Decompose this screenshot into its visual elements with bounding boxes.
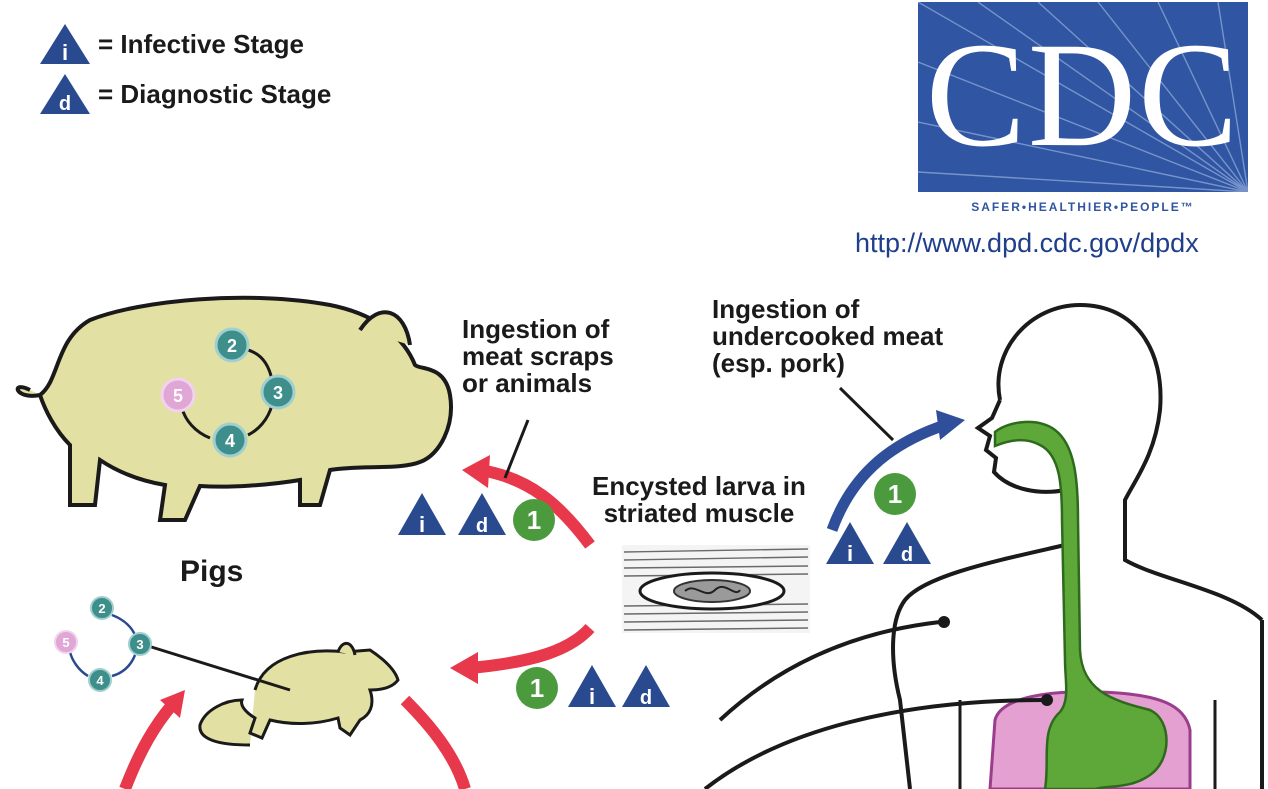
marker-diagnostic-pig: d bbox=[458, 493, 506, 537]
rat-stage-3: 3 bbox=[129, 633, 151, 655]
pointer-dot-lower bbox=[1041, 694, 1053, 706]
rat-stage-4: 4 bbox=[89, 669, 111, 691]
svg-text:d: d bbox=[901, 544, 913, 566]
marker-stage1-rat: 1 bbox=[516, 667, 558, 709]
svg-text:4: 4 bbox=[225, 431, 235, 451]
rat-stage-2: 2 bbox=[91, 597, 113, 619]
pig-stage-4: 4 bbox=[214, 424, 246, 456]
red-arc-right bbox=[405, 700, 465, 789]
svg-text:i: i bbox=[589, 684, 595, 709]
marker-infective-pig: i bbox=[398, 493, 446, 537]
svg-text:i: i bbox=[847, 541, 853, 566]
label-ingestion-scraps: Ingestion of meat scraps or animals bbox=[462, 316, 614, 397]
pointer-line-meat bbox=[840, 388, 893, 440]
pointer-dot-upper bbox=[938, 616, 950, 628]
svg-text:1: 1 bbox=[527, 505, 541, 535]
encysted-larva-image bbox=[622, 545, 810, 633]
svg-text:2: 2 bbox=[98, 601, 105, 616]
svg-text:2: 2 bbox=[227, 336, 237, 356]
svg-text:5: 5 bbox=[62, 635, 69, 650]
svg-text:d: d bbox=[476, 515, 488, 537]
pointer-line-scraps bbox=[505, 420, 528, 478]
svg-text:3: 3 bbox=[273, 383, 283, 403]
marker-stage1-pig: 1 bbox=[513, 499, 555, 541]
label-pigs: Pigs bbox=[180, 558, 243, 585]
label-ingestion-meat: Ingestion of undercooked meat (esp. pork… bbox=[712, 296, 943, 377]
svg-text:i: i bbox=[419, 512, 425, 537]
svg-text:5: 5 bbox=[173, 386, 183, 406]
svg-text:d: d bbox=[640, 687, 652, 709]
svg-text:4: 4 bbox=[96, 673, 104, 688]
marker-diagnostic-human: d bbox=[883, 522, 931, 566]
rat-stage-5: 5 bbox=[55, 631, 77, 653]
pig-stage-5: 5 bbox=[162, 379, 194, 411]
svg-text:1: 1 bbox=[888, 479, 902, 509]
rat-stage-cycle: 2 3 4 5 bbox=[55, 597, 151, 691]
pointer-line-upper bbox=[720, 622, 940, 720]
svg-text:3: 3 bbox=[136, 637, 143, 652]
red-arc-left bbox=[125, 690, 185, 789]
pig-stage-3: 3 bbox=[262, 376, 294, 408]
marker-stage1-human: 1 bbox=[874, 473, 916, 515]
rat-illustration bbox=[200, 643, 398, 745]
marker-diagnostic-rat: d bbox=[622, 665, 670, 709]
pig-stage-2: 2 bbox=[216, 329, 248, 361]
label-encysted-larva: Encysted larva in striated muscle bbox=[592, 473, 806, 527]
svg-text:1: 1 bbox=[530, 673, 544, 703]
red-arrow-to-rat bbox=[450, 628, 590, 684]
marker-infective-rat: i bbox=[568, 665, 616, 709]
